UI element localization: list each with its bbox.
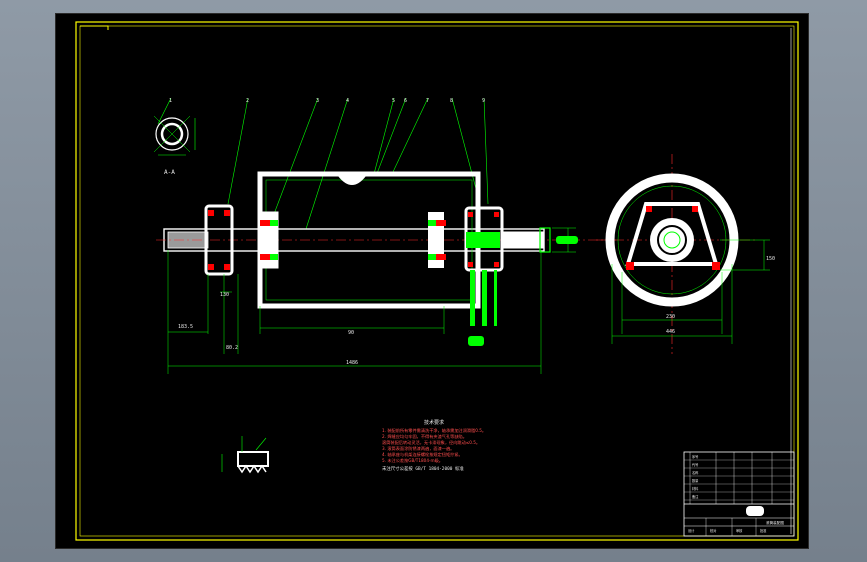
dim-pulley-outer: 446: [666, 329, 675, 335]
dimension-lines: [167, 227, 576, 374]
tb-row-material: 材料: [692, 486, 699, 491]
section-view-a-a[interactable]: A-A: [153, 115, 196, 176]
green-note-badge: [468, 336, 484, 346]
title-block-logo: [746, 506, 764, 516]
tb-approve: 批准: [760, 528, 767, 533]
tb-review: 审核: [736, 528, 743, 533]
tb-drawing-name: 滚筒装配图: [766, 520, 784, 525]
callout-leaders: [157, 97, 489, 230]
note-line-5: 4. 轴承座与机架连接螺栓按规定扭矩拧紧。: [382, 451, 463, 458]
tb-row-seq: 序号: [692, 454, 698, 459]
tb-row-code: 代号: [692, 462, 698, 467]
callout-1: 1: [169, 98, 172, 104]
side-view-dimensions: [611, 239, 770, 344]
dim-pulley-inner: 230: [666, 314, 675, 320]
tb-row-remark: 备注: [692, 494, 699, 499]
outer-border: [75, 21, 799, 541]
weld-detail-view[interactable]: [221, 436, 269, 474]
inner-border: [79, 25, 795, 537]
notes-heading: 技术要求: [424, 419, 444, 426]
note-line-4: 3. 滚筒表面涂防锈漆两遍，面漆一遍。: [382, 445, 454, 452]
shaft-extension-right: [501, 231, 545, 249]
cad-drawing-canvas[interactable]: A-A 1 2 3 4 5 6 7 8 9: [55, 13, 809, 549]
callout-9: 9: [482, 98, 485, 104]
note-line-3: 滚筒装配后转动灵活，无卡滞现象，径向跳动≤0.5。: [382, 439, 480, 446]
callout-4: 4: [346, 98, 349, 104]
note-line-1: 1. 装配前所有零件需清洗干净，轴承需加注润滑脂0.5。: [382, 427, 486, 434]
notes-standard-line: 未注尺寸公差按 GB/T 1804-2000 标准: [382, 465, 464, 472]
right-bearing-seat: [466, 232, 500, 248]
dim-left-offset: 183.5: [178, 324, 193, 330]
dim-bearing-width: 130: [220, 292, 229, 298]
technical-notes: 技术要求 1. 装配前所有零件需清洗干净，轴承需加注润滑脂0.5。 2. 焊缝应…: [382, 419, 486, 472]
callout-6: 6: [404, 98, 407, 104]
cad-drawing-svg: A-A 1 2 3 4 5 6 7 8 9: [75, 21, 799, 541]
dim-flange-width: 80.2: [226, 345, 238, 351]
callout-numbers: 1 2 3 4 5 6 7 8 9: [169, 98, 485, 104]
dim-overall-length: 1486: [346, 360, 358, 366]
callout-2: 2: [246, 98, 249, 104]
callout-5: 5: [392, 98, 395, 104]
drum-weld-bead: [338, 176, 366, 185]
left-bearing-housing: [204, 204, 234, 276]
tb-design: 设计: [688, 528, 695, 533]
right-seal-bottom: [436, 254, 446, 260]
dim-drum-length: 90: [348, 330, 354, 336]
corner-mark: [80, 25, 109, 30]
callout-3: 3: [316, 98, 319, 104]
left-seal-top: [260, 220, 270, 226]
left-seal-bottom: [260, 254, 270, 260]
green-dim-badge: [556, 236, 578, 244]
dim-pulley-height: 150: [766, 256, 775, 262]
title-block[interactable]: 序号 代号 名称 数量 材料 备注 滚筒装配图 设计 校对 审核 批准: [683, 451, 795, 537]
tb-check: 校对: [710, 528, 717, 533]
right-seal-top: [436, 220, 446, 226]
hub: [650, 218, 694, 262]
callout-7: 7: [426, 98, 429, 104]
note-line-6: 5. 未注公差按GB/T1804-m级。: [382, 457, 443, 464]
section-label: A-A: [164, 169, 175, 176]
tb-row-qty: 数量: [692, 478, 699, 483]
callout-8: 8: [450, 98, 453, 104]
note-line-2: 2. 焊缝应均匀牢固，不得有夹渣气孔等缺陷。: [382, 433, 467, 440]
tb-row-name: 名称: [692, 470, 699, 475]
main-assembly-view[interactable]: [156, 171, 616, 326]
dimension-texts: 1486 183.5 130 80.2 90: [178, 292, 358, 366]
